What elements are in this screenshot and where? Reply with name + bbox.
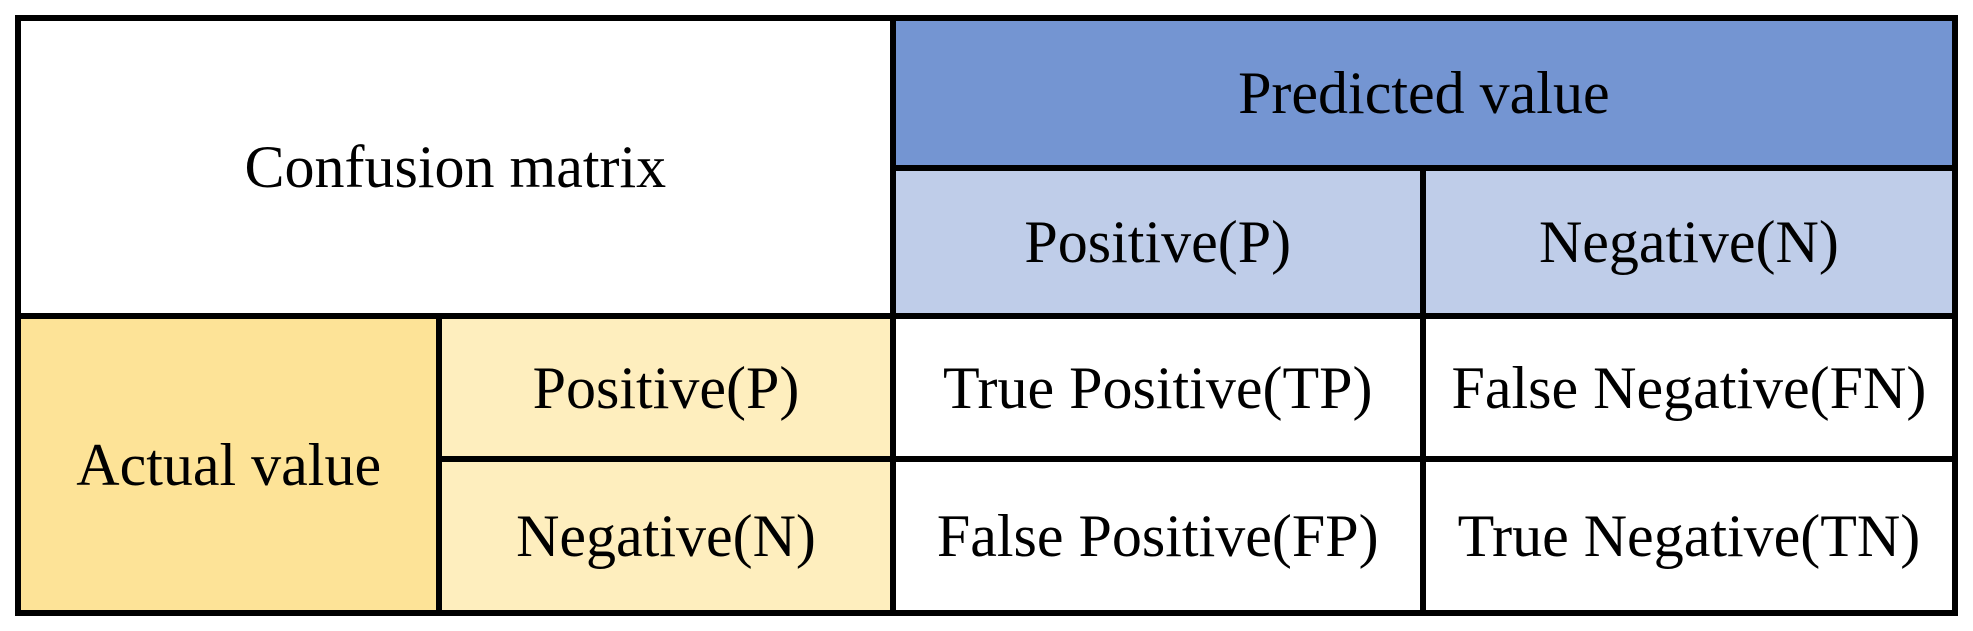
cell-true-negative: True Negative(TN) [1425,462,1952,610]
cell-false-positive: False Positive(FP) [895,462,1420,610]
actual-value-header: Actual value [21,319,437,610]
actual-positive-header: Positive(P) [442,319,890,456]
actual-negative-header: Negative(N) [442,462,890,610]
predicted-positive-header: Positive(P) [895,171,1420,313]
corner-cell-title: Confusion matrix [21,21,890,313]
predicted-value-header: Predicted value [895,21,1952,165]
cell-false-negative: False Negative(FN) [1425,319,1952,456]
confusion-matrix-table: Confusion matrix Predicted value Positiv… [15,15,1958,616]
predicted-negative-header: Negative(N) [1425,171,1952,313]
cell-true-positive: True Positive(TP) [895,319,1420,456]
